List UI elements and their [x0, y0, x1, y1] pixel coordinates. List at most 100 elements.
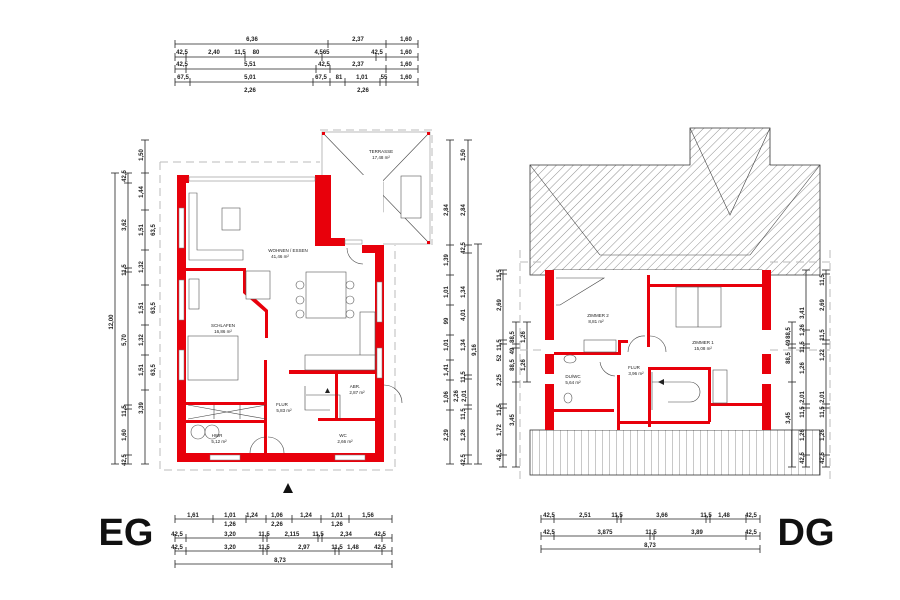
eg-dimension-ticks [111, 40, 482, 568]
dimension-label: 6,36 [246, 37, 258, 43]
dimension-label: 1,26 [224, 522, 236, 528]
dimension-label: 52 [497, 354, 503, 361]
dimension-label: 2,69 [820, 299, 826, 311]
dimension-label: 1,60 [400, 62, 412, 68]
floor-label-eg: EG [99, 512, 154, 554]
dimension-label: 42,5 [171, 545, 183, 551]
dimension-label: 11,5 [234, 50, 246, 56]
dimension-label: 11,5 [611, 513, 623, 519]
room-area-schlafen: 16,86 m² [214, 329, 232, 334]
dimension-label: 3,62 [122, 219, 128, 231]
dimension-label: 1,01 [331, 513, 343, 519]
dimension-label: 1,26 [800, 429, 806, 441]
dimension-label: 63,5 [151, 224, 157, 236]
room-area-wohnen-essen: 41,46 m² [271, 254, 289, 259]
dimension-label: 1,24 [246, 513, 258, 519]
dimension-label: 3,66 [656, 513, 668, 519]
dimension-label: 11,5 [700, 513, 712, 519]
dimension-label: 1,22 [820, 349, 826, 361]
dimension-label: 5,51 [244, 62, 256, 68]
room-area-zimmer-1: 15,08 m² [694, 346, 712, 351]
dimension-label: 1,72 [497, 424, 503, 436]
dimension-label: 42,5 [820, 452, 826, 464]
dimension-label: 49 [786, 339, 792, 346]
room-name-hwr: HWR [212, 433, 223, 438]
dimension-label: 1,24 [300, 513, 312, 519]
dimension-label: 11,5 [800, 406, 806, 418]
dimension-label: 2,01 [820, 391, 826, 403]
dimension-label: 2,26 [454, 390, 460, 402]
dimension-label: 42,5 [497, 449, 503, 461]
room-area-abr: 2,87 m² [349, 390, 365, 395]
dimension-label: 1,41 [444, 364, 450, 376]
room-name-wc: WC [339, 433, 347, 438]
dimension-label: 1,60 [400, 50, 412, 56]
dimension-label: 81 [336, 75, 343, 81]
dimension-label: 8,73 [274, 558, 286, 564]
dimension-label: 1,61 [187, 513, 199, 519]
dimension-label: 1,01 [356, 75, 368, 81]
dimension-label: 1,48 [347, 545, 359, 551]
dg-room-labels: ZIMMER 2 8,81 m² ZIMMER 1 15,08 m² FLUR … [565, 313, 714, 385]
dimension-label: 11,5 [312, 532, 324, 538]
floor-label-dg: DG [778, 512, 835, 554]
room-area-wc: 2,66 m² [337, 439, 353, 444]
dimension-label: 11,5 [645, 530, 657, 536]
eg-dimension-lines [114, 43, 479, 565]
dimension-label: 1,26 [461, 429, 467, 441]
dimension-label: 42,5 [176, 62, 188, 68]
dimension-label: 1,01 [224, 513, 236, 519]
dimension-label: 2,37 [352, 62, 364, 68]
dimension-label: 11,5 [461, 371, 467, 383]
dimension-label: 1,06 [444, 391, 450, 403]
dimension-label: 1,44 [139, 186, 145, 198]
dimension-label: 88,5 [786, 352, 792, 364]
eg-furniture [187, 192, 403, 454]
room-area-terrasse: 17,48 m² [372, 155, 390, 160]
dimension-label: 2,51 [579, 513, 591, 519]
dimension-label: 12,00 [109, 314, 115, 330]
dimension-label: 1,26 [800, 362, 806, 374]
dimension-label: 88,5 [510, 331, 516, 343]
dimension-label: 1,56 [362, 513, 374, 519]
eg-floor-plan: TERRASSE 17,48 m² WOHNEN / ESSEN 41,46 m… [159, 129, 433, 493]
dimension-label: 42,5 [318, 62, 330, 68]
dimension-label: 42,5 [543, 513, 555, 519]
dimension-label: 11,5 [820, 274, 826, 286]
dimension-label: 42,5 [745, 513, 757, 519]
dimension-label: 1,60 [122, 429, 128, 441]
dimension-label: 2,84 [461, 204, 467, 216]
dimension-label: 1,26 [521, 331, 527, 343]
dimension-label: 3,20 [224, 532, 236, 538]
dimension-label: 1,26 [800, 324, 806, 336]
dimension-label: 88,5 [786, 327, 792, 339]
dimension-label: 11,5 [800, 341, 806, 353]
room-area-du-wc: 5,64 m² [565, 380, 581, 385]
dimension-label: 2,69 [497, 299, 503, 311]
dimension-label: 1,50 [461, 149, 467, 161]
dimension-label: 3,45 [786, 412, 792, 424]
dimension-label: 11,5 [820, 406, 826, 418]
dg-floor-plan: ZIMMER 2 8,81 m² ZIMMER 1 15,08 m² FLUR … [519, 127, 835, 480]
room-name-abr: ABR. [350, 384, 361, 389]
dg-dimension-ticks [499, 269, 830, 553]
roof-lower [529, 429, 821, 476]
dimension-label: 2,37 [352, 37, 364, 43]
dimension-label: 49 [510, 347, 516, 354]
dimension-label: 99 [444, 317, 450, 324]
room-area-flur-dg: 3,96 m² [628, 371, 644, 376]
dimension-label: 11,5 [122, 405, 128, 417]
dimension-label: 1,60 [400, 37, 412, 43]
dimension-label: 11,5 [497, 404, 503, 416]
dimension-label: 2,26 [357, 88, 369, 94]
dimension-label: 11,5 [258, 532, 270, 538]
dimension-label: 1,51 [139, 224, 145, 236]
dimension-label: 42,5 [122, 170, 128, 182]
dimension-label: 1,48 [718, 513, 730, 519]
dimension-label: 11,5 [258, 545, 270, 551]
dimension-label: 1,51 [139, 302, 145, 314]
dimension-label: 42,5 [171, 532, 183, 538]
dimension-label: 42,5 [543, 530, 555, 536]
entrance-arrow-icon [283, 483, 293, 493]
